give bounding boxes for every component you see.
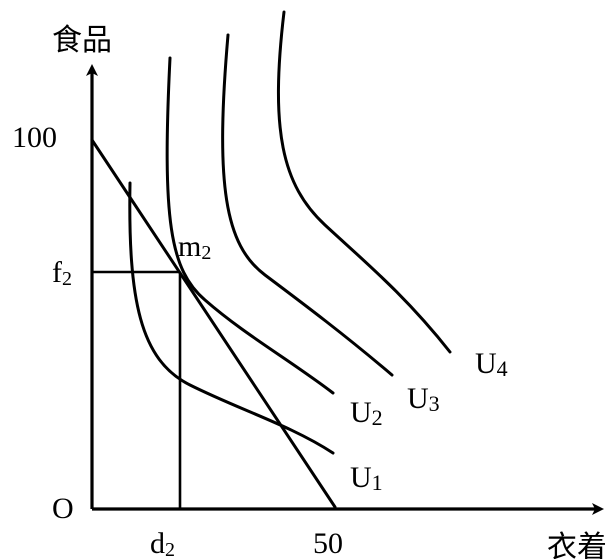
indifference-curve-u3 — [221, 33, 394, 377]
indifference-curve-u4 — [276, 10, 452, 354]
x-axis-label: 衣着 — [547, 530, 607, 559]
budget-line — [90, 138, 337, 509]
y-axis-label: 食品 — [52, 23, 112, 58]
curve-label-u4: U4 — [475, 347, 508, 381]
curve-label-u2: U2 — [350, 396, 383, 430]
point-label-m2: m2 — [178, 230, 211, 264]
indifference-curve-u1 — [128, 181, 335, 455]
curve-label-u3: U3 — [407, 382, 440, 416]
indifference-curve-u2 — [165, 56, 335, 395]
origin-label: O — [52, 492, 74, 525]
x-tick-50: 50 — [313, 527, 343, 559]
curve-label-u1: U1 — [350, 461, 383, 495]
y-tick-100: 100 — [12, 121, 57, 154]
y-tick-f2: f2 — [52, 256, 72, 290]
x-tick-d2: d2 — [150, 527, 175, 559]
